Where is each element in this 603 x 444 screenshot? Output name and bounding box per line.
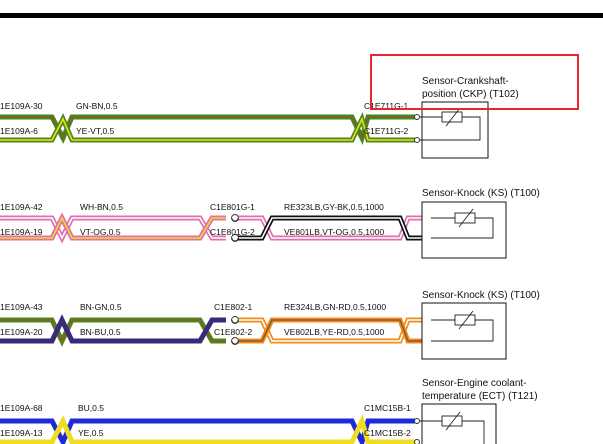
connector-label: 1E109A-68 [0,403,43,413]
wire-gn-rd [236,317,426,344]
highlight-box [370,54,579,110]
wire-wh-bn [0,215,226,244]
wire-label: BN-GN,0.5 [80,302,122,312]
top-border [0,13,603,18]
wire-ve801 [236,215,426,241]
connector-label: 1E109A-30 [0,101,43,111]
connector-label: C1E801G-2 [210,227,255,237]
connector-label: C1E802-2 [214,327,253,337]
sensor-title: position (CKP) (T102) [422,89,519,100]
sensor-box [421,201,507,259]
wire-vt-og [0,212,226,241]
sensor-symbol [420,411,485,444]
connector-label: 1E109A-13 [0,428,43,438]
sensor-symbol [431,208,494,239]
wire-ye [0,413,415,444]
wire-gn-bn [0,114,415,146]
sensor-symbol [431,310,494,342]
inline-connector [231,316,239,345]
sensor-title: Sensor-Knock (KS) (T100) [422,188,540,199]
wire-bn-bu [0,314,226,344]
wire-bn-gn [0,317,226,347]
wire-label: BN-BU,0.5 [80,327,121,337]
wire-ye-vt [0,111,415,143]
connector-label: C1MC15B-1 [364,403,411,413]
wire-label: YE,0.5 [78,428,104,438]
wire-label: BU,0.5 [78,403,104,413]
connector-label: 1E109A-6 [0,126,38,136]
sensor-symbol [420,107,481,141]
wire-label: RE323LB,GY-BK,0.5,1000 [284,202,384,212]
sensor-box [421,403,497,444]
sensor-title: Sensor-Engine coolant- [422,378,527,389]
circuit-ks-2: 1E109A-43 1E109A-20 BN-GN,0.5 BN-BU,0.5 … [0,290,540,360]
connector-label: 1E109A-42 [0,202,43,212]
sensor-box [421,302,507,360]
wire-label: RE324LB,GN-RD,0.5,1000 [284,302,386,312]
sensor-title: Sensor-Crankshaft- [422,76,509,87]
connector-label: C1MC15B-2 [364,428,411,438]
wire-bu [0,418,415,444]
wire-label: VT-OG,0.5 [80,227,121,237]
wire-ve802 [236,317,426,344]
sensor-title: temperature (ECT) (T121) [422,391,538,402]
connector-label: C1E802-1 [214,302,253,312]
sensor-title: Sensor-Knock (KS) (T100) [422,290,540,301]
inline-connector [231,214,239,242]
sensor-box [421,101,489,159]
wire-gy-bk [236,215,426,241]
wire-label: WH-BN,0.5 [80,202,123,212]
connector-label: C1E711G-1 [364,101,409,111]
circuit-ks-1: 1E109A-42 1E109A-19 WH-BN,0.5 VT-OG,0.5 … [0,188,540,259]
connector-label: C1E801G-1 [210,202,255,212]
circuit-ect: 1E109A-68 1E109A-13 BU,0.5 YE,0.5 C1MC15… [0,378,538,444]
connector-label: 1E109A-19 [0,227,43,237]
connector-label: 1E109A-43 [0,302,43,312]
circuit-ckp: 1E109A-30 1E109A-6 GN-BN,0.5 YE-VT,0.5 C… [0,76,519,159]
wire-label: VE801LB,VT-OG,0.5,1000 [284,227,384,237]
connector-label: 1E109A-20 [0,327,43,337]
wire-label: GN-BN,0.5 [76,101,118,111]
wire-label: YE-VT,0.5 [76,126,115,136]
wire-label: VE802LB,YE-RD,0.5,1000 [284,327,384,337]
connector-label: C1E711G-2 [364,126,409,136]
